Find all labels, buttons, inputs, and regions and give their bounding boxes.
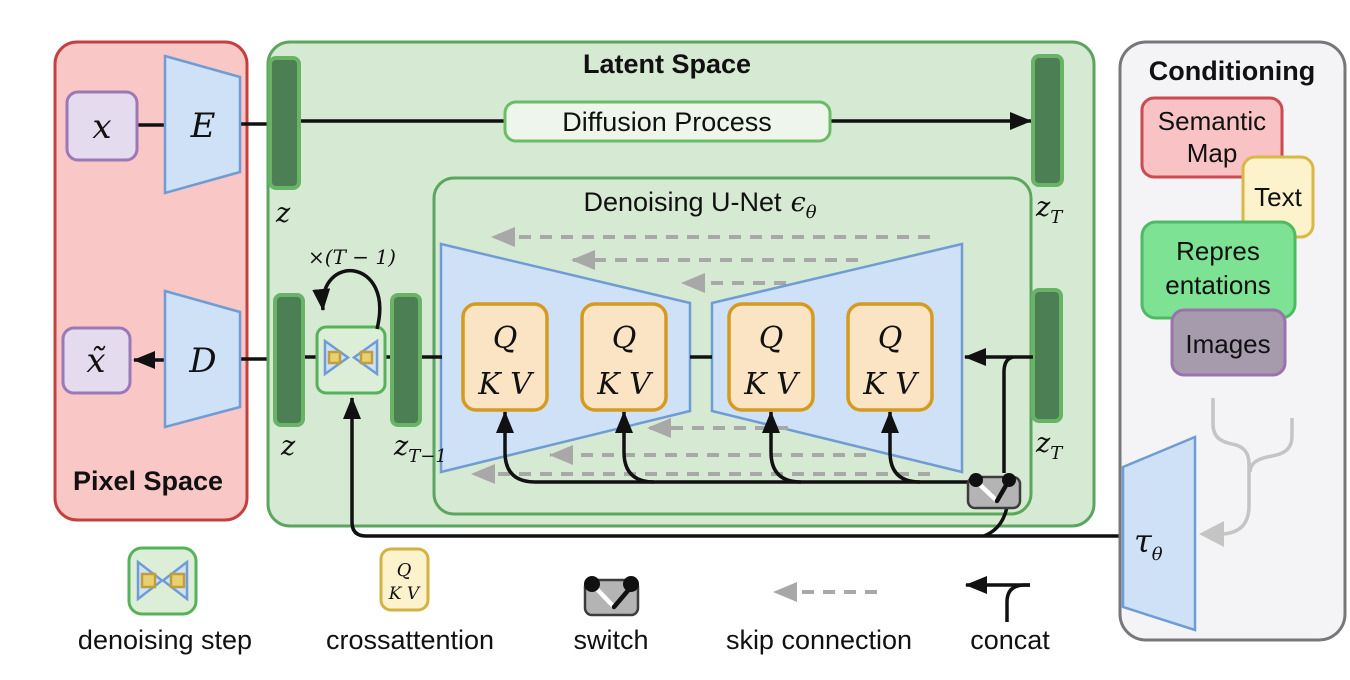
qkv-branch-arrow	[881, 411, 921, 484]
z-label-left: z	[280, 431, 296, 462]
latent-space-panel: Latent Space z Diffusion Process zT Deno…	[266, 40, 1096, 538]
bowtie-left-square-icon	[140, 572, 157, 589]
images-label: Images	[1185, 329, 1270, 359]
qkv-box-1: Q K V	[461, 302, 549, 412]
ztm1-bar	[390, 293, 422, 427]
q-label: Q	[493, 321, 518, 356]
z-label-top: z	[275, 198, 291, 229]
encoder-shape	[163, 54, 242, 195]
semantic-map-box	[1140, 96, 1284, 179]
crossattention-icon: Q K V	[379, 547, 430, 612]
encoder-label: E	[190, 106, 216, 146]
legend-concat-label: concat	[970, 625, 1050, 655]
images-box	[1170, 308, 1287, 377]
loop-arrow	[312, 268, 382, 330]
zt-bar-mid	[1031, 288, 1063, 423]
x-tilde-label: x̃	[86, 341, 106, 381]
conditioning-title: Conditioning	[1149, 56, 1315, 86]
bowtie-right-square-icon	[169, 572, 186, 589]
conditioning-panel: Conditioning Semantic Map Text Repres en…	[1118, 40, 1347, 642]
tau-shape	[1121, 435, 1197, 632]
qkv-box-3: Q K V	[727, 302, 815, 412]
diffusion-process-box	[503, 100, 832, 143]
conditioning-feed-line	[496, 411, 976, 484]
z-bar-left	[273, 293, 305, 427]
ztm1-label: zT−1	[393, 431, 447, 467]
denoising-step-icon	[127, 546, 198, 616]
x-tilde-box	[61, 326, 132, 395]
guidance-arrowhead-icon	[1199, 521, 1224, 547]
switch-icon	[966, 473, 1022, 538]
legend-denoising-step-label: denoising step	[78, 625, 252, 655]
decoder-shape	[163, 289, 242, 429]
kv-label: K V	[388, 584, 421, 604]
zt-label-top: zT	[1035, 192, 1064, 228]
text-label: Text	[1254, 182, 1302, 212]
tau-to-denoise-line	[343, 397, 1122, 538]
representations-label-line2: entations	[1165, 270, 1271, 300]
qkv-branch-arrow	[762, 411, 802, 484]
guidance-tree-icon	[1199, 398, 1294, 547]
kv-label: K V	[596, 367, 654, 402]
x-box	[65, 90, 139, 162]
diffusion-process-label: Diffusion Process	[562, 107, 772, 137]
semantic-map-label-line2: Map	[1187, 138, 1238, 168]
semantic-map-label-line1: Semantic	[1158, 106, 1266, 136]
legend-crossattention-label: crossattention	[326, 625, 494, 655]
q-label: Q	[612, 321, 637, 356]
denoising-step-box	[315, 325, 387, 395]
switch-icon	[583, 576, 640, 617]
qkv-box-4: Q K V	[846, 302, 934, 412]
latent-space-title: Latent Space	[583, 49, 751, 79]
kv-label: K V	[862, 367, 920, 402]
pixel-space-title: Pixel Space	[73, 466, 223, 496]
bowtie-left-square-icon	[327, 350, 342, 365]
kv-label: K V	[743, 367, 801, 402]
kv-label: K V	[477, 367, 535, 402]
q-label: Q	[878, 321, 903, 356]
zt-bar-top	[1031, 54, 1064, 187]
qkv-box-2: Q K V	[580, 302, 668, 412]
pixel-space-panel: x E x̃ D Pixel Space	[53, 40, 276, 522]
q-label: Q	[397, 560, 412, 581]
loop-label: ×(T − 1)	[308, 245, 396, 269]
legend: denoising step Q K V crossattention swit…	[78, 546, 1050, 655]
z-bar-top	[268, 56, 301, 190]
bowtie-right-square-icon	[359, 350, 374, 365]
representations-label-line1: Repres	[1176, 236, 1260, 266]
legend-skip-connection-label: skip connection	[726, 625, 912, 655]
q-label: Q	[759, 321, 784, 356]
zt-to-switch-line	[1002, 355, 1014, 473]
legend-switch-label: switch	[573, 625, 648, 655]
decoder-label: D	[188, 341, 216, 381]
zt-label-mid: zT	[1035, 428, 1064, 464]
tau-label: τθ	[1134, 522, 1163, 565]
concat-icon	[965, 576, 1030, 622]
qkv-branch-arrow	[615, 411, 655, 484]
x-label: x	[92, 107, 111, 147]
